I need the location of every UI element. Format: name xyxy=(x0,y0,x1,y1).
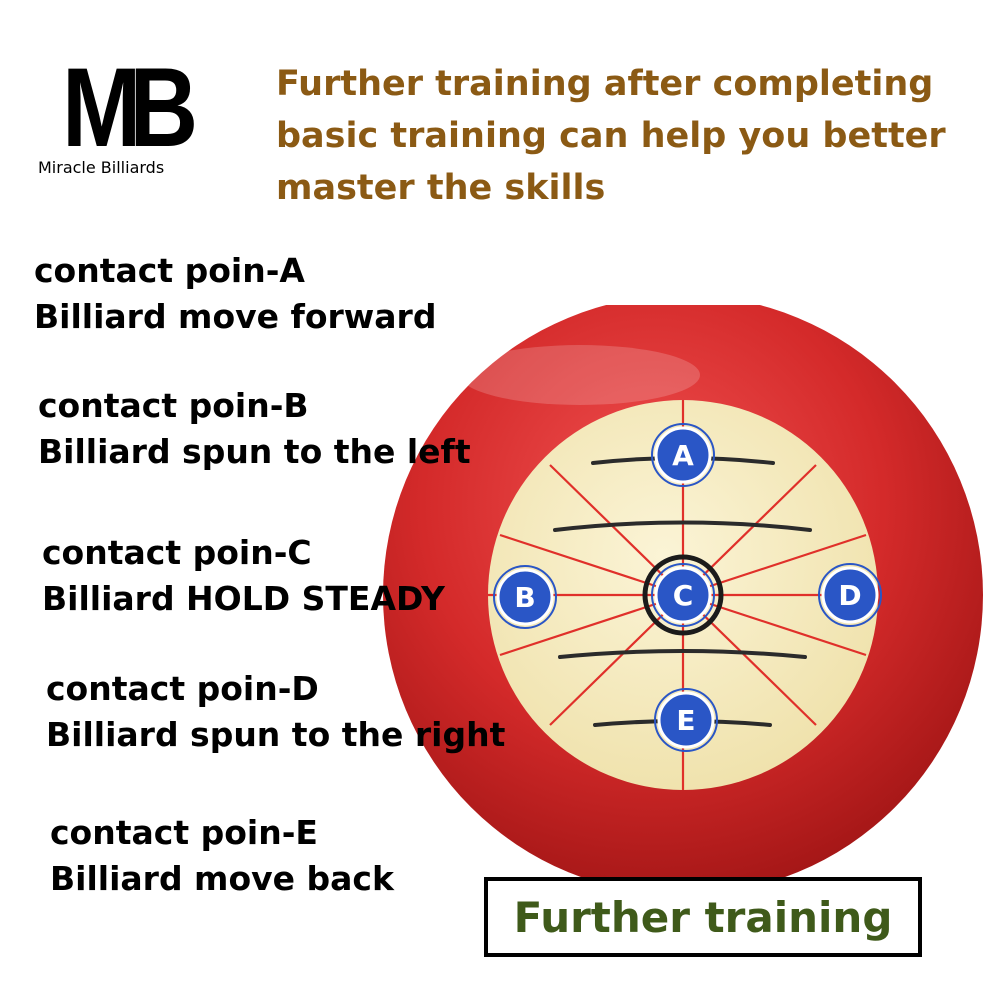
point-c-label: C xyxy=(673,579,694,612)
center-ring xyxy=(642,554,724,636)
further-training-label: Further training xyxy=(513,892,893,942)
point-a-marker: A xyxy=(651,423,715,487)
headline-line-3: master the skills xyxy=(276,168,606,208)
training-ball-illustration: A B C D E xyxy=(380,305,1000,925)
contact-point-e-desc: Billiard move back xyxy=(50,859,394,898)
point-a-label: A xyxy=(672,439,694,472)
contact-point-d-desc: Billiard spun to the right xyxy=(46,715,506,754)
contact-point-d-title: contact poin-D xyxy=(46,669,319,708)
point-d-label: D xyxy=(838,579,861,612)
point-e-label: E xyxy=(676,704,695,737)
headline: Further training after completing basic … xyxy=(276,58,986,214)
headline-line-2: basic training can help you better xyxy=(276,116,946,156)
contact-point-b-caption: contact poin-B Billiard spun to the left xyxy=(38,383,471,475)
ball-highlight xyxy=(460,345,700,405)
contact-point-e-title: contact poin-E xyxy=(50,813,318,852)
contact-point-b-desc: Billiard spun to the left xyxy=(38,432,471,471)
headline-line-1: Further training after completing xyxy=(276,64,934,104)
contact-point-c-title: contact poin-C xyxy=(42,533,312,572)
ball-graphic: A B C D E xyxy=(383,305,983,895)
contact-point-a-title: contact poin-A xyxy=(34,251,305,290)
contact-point-a-caption: contact poin-A Billiard move forward xyxy=(34,248,436,340)
contact-point-d-caption: contact poin-D Billiard spun to the righ… xyxy=(46,666,505,758)
brand-logo: MB Miracle Billiards xyxy=(38,52,238,182)
logo-brand-name: Miracle Billiards xyxy=(38,158,165,177)
contact-point-e-caption: contact poin-E Billiard move back xyxy=(50,810,394,902)
point-c-marker: C xyxy=(651,563,715,627)
contact-point-a-desc: Billiard move forward xyxy=(34,297,437,336)
point-d-marker: D xyxy=(818,563,882,627)
point-b-label: B xyxy=(514,581,535,614)
point-b-marker: B xyxy=(493,565,557,629)
contact-point-c-caption: contact poin-C Billiard HOLD STEADY xyxy=(42,530,445,622)
contact-point-b-title: contact poin-B xyxy=(38,386,309,425)
contact-point-c-desc: Billiard HOLD STEADY xyxy=(42,579,445,618)
logo-mark: MB xyxy=(62,45,198,170)
further-training-badge: Further training xyxy=(484,877,922,957)
point-e-marker: E xyxy=(654,688,718,752)
